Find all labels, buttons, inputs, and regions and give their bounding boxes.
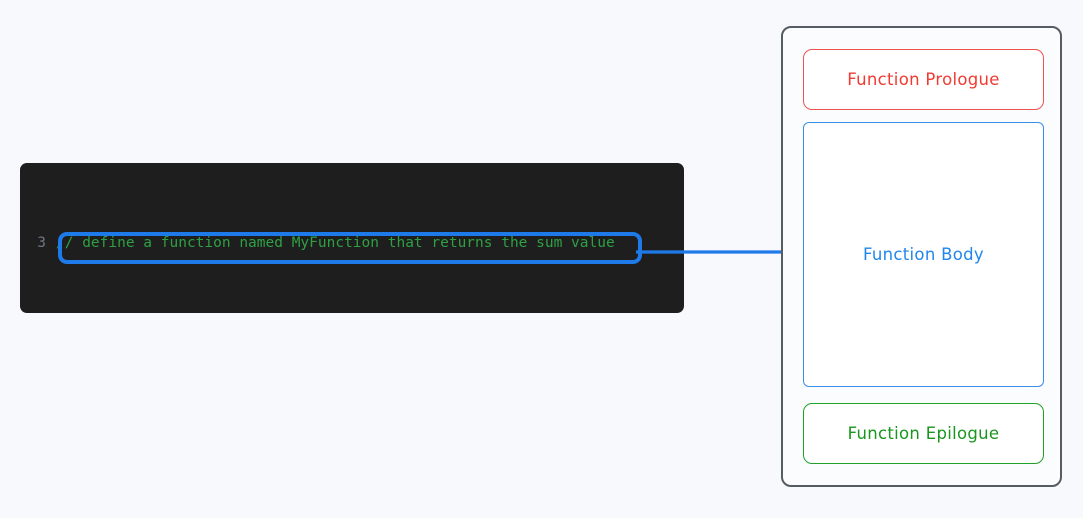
code-line-3: 3 // define a function named MyFunction … [20, 233, 684, 254]
function-prologue-box[interactable]: Function Prologue [803, 49, 1044, 110]
function-epilogue-box[interactable]: Function Epilogue [803, 403, 1044, 464]
code-lines: 3 // define a function named MyFunction … [20, 169, 684, 313]
function-epilogue-label: Function Epilogue [847, 424, 1000, 443]
highlight-to-function-body-arrow [636, 242, 804, 262]
function-body-label: Function Body [863, 245, 984, 264]
comment-token: // define a function named MyFunction th… [56, 235, 615, 252]
line-number: 3 [37, 235, 46, 252]
code-line-content: // define a function named MyFunction th… [46, 233, 615, 254]
function-body-box[interactable]: Function Body [803, 122, 1044, 387]
function-prologue-label: Function Prologue [847, 70, 1000, 89]
code-block: 3 // define a function named MyFunction … [20, 163, 684, 313]
function-layout-panel: Function Prologue Function Body Function… [781, 26, 1062, 487]
